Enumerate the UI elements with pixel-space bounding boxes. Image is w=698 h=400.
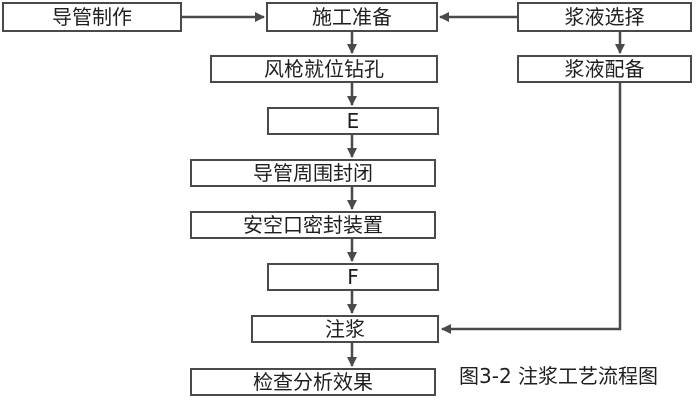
node-conduit-making: 导管制作 [2,2,182,32]
node-grouting: 注浆 [251,315,439,343]
figure-caption: 图3-2 注浆工艺流程图 [459,364,659,388]
node-step-f: F [267,263,439,291]
node-safety-seal: 安空口密封装置 [190,211,436,239]
node-air-gun-drilling: 风枪就位钻孔 [210,55,438,83]
node-slurry-mixing: 浆液配备 [517,55,692,83]
node-inspection: 检查分析效果 [190,368,436,396]
node-conduit-sealing: 导管周围封闭 [190,159,436,187]
node-construction-prep: 施工准备 [266,2,438,32]
node-step-e: E [267,107,439,135]
node-slurry-selection: 浆液选择 [517,2,692,32]
arrow-mixing-to-grouting [441,82,622,334]
